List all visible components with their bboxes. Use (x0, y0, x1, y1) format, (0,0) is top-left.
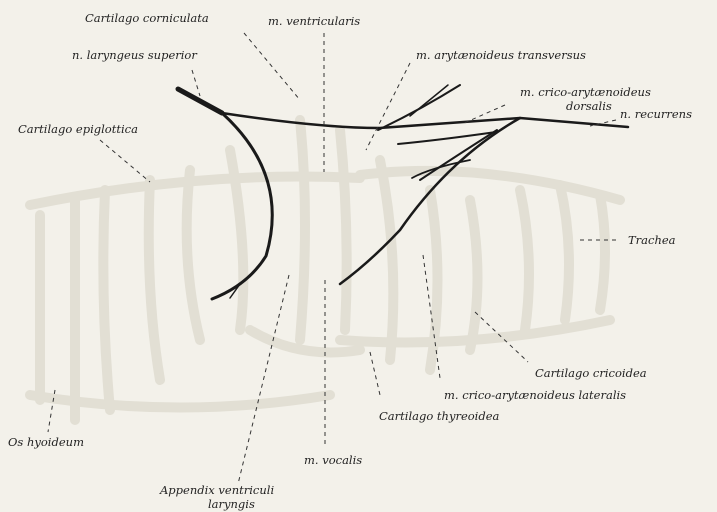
label-m-crico-arytaenoideus-dorsalis-line-2: dorsalis (566, 99, 612, 113)
label-trachea: Trachea (628, 233, 676, 247)
background-anatomy (30, 120, 620, 420)
label-cartilago-thyreoidea: Cartilago thyreoidea (379, 409, 500, 423)
label-m-vocalis: m. vocalis (304, 453, 362, 467)
leader-cartilago-epiglottica (100, 140, 150, 182)
label-cartilago-corniculata: Cartilago corniculata (85, 11, 209, 25)
label-appendix-ventriculi-line-1: Appendix ventriculi (159, 483, 274, 497)
label-cartilago-epiglottica: Cartilago epiglottica (18, 122, 138, 136)
label-m-crico-arytaenoideus-dorsalis-line-1: m. crico-arytænoideus (520, 85, 651, 99)
label-m-arytaenoideus-transversus: m. arytænoideus transversus (416, 48, 586, 62)
label-appendix-ventriculi-line-2: laryngis (208, 497, 255, 511)
n-laryngeus-superior-internal-branch (222, 113, 628, 128)
label-os-hyoideum: Os hyoideum (8, 435, 84, 449)
label-m-ventricularis: m. ventricularis (268, 14, 360, 28)
leader-m-arytaenoideus-transversus (366, 63, 410, 150)
arytaenoideus-transversus-twig (410, 85, 448, 116)
n-laryngeus-superior-trunk (178, 89, 222, 113)
label-m-crico-arytaenoideus-lateralis: m. crico-arytænoideus lateralis (444, 388, 626, 402)
label-cartilago-cricoidea: Cartilago cricoidea (535, 366, 647, 380)
leader-n-laryngeus-superior (192, 70, 200, 96)
label-n-recurrens: n. recurrens (620, 107, 692, 121)
leader-cartilago-thyreoidea (370, 352, 380, 395)
leader-cartilago-corniculata (244, 33, 300, 100)
label-n-laryngeus-superior: n. laryngeus superior (72, 48, 198, 62)
